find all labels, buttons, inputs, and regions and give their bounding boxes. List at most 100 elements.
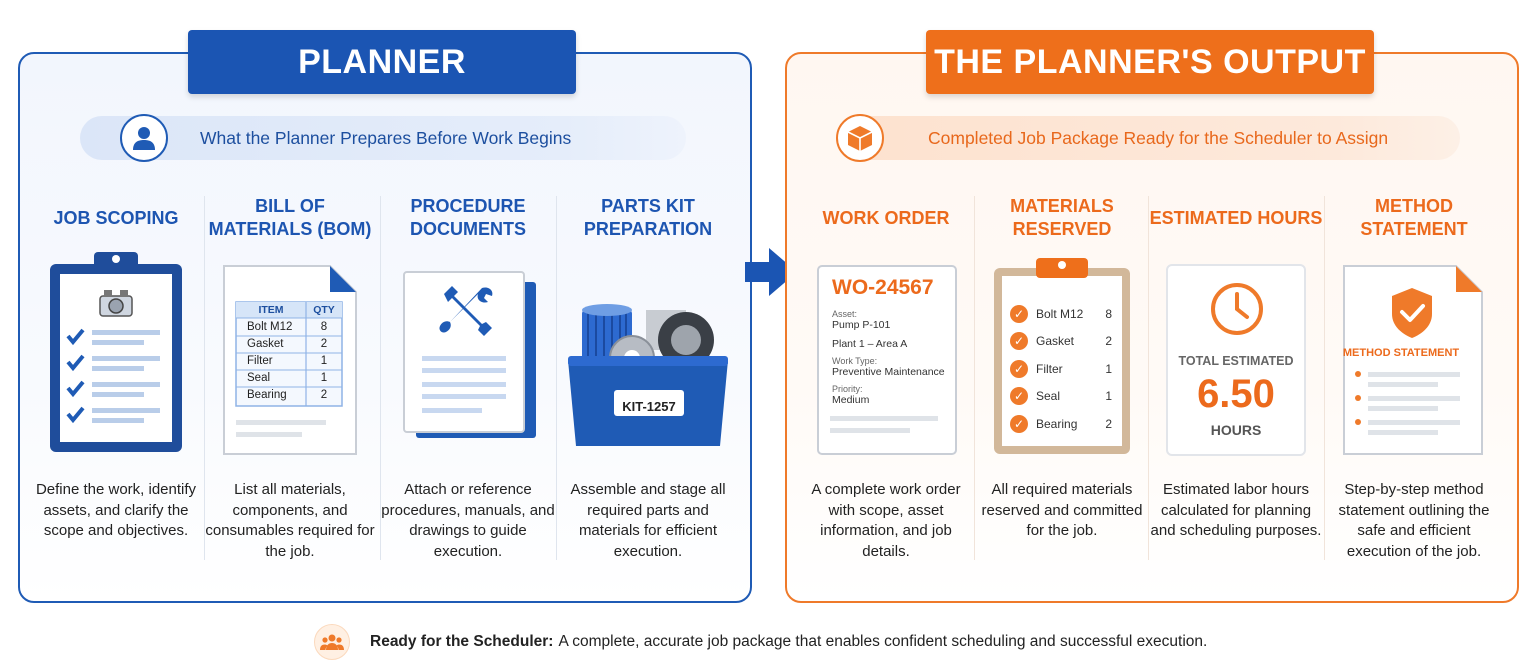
work-order-details: WO-24567 Asset: Pump P-101 Plant 1 – Are… bbox=[832, 276, 952, 406]
bom-document-icon bbox=[223, 265, 357, 455]
bom-item: Bearing bbox=[247, 389, 287, 401]
clipboard-icon bbox=[50, 252, 182, 452]
column-title: MATERIALS RESERVED bbox=[1010, 196, 1114, 239]
bom-qty: 2 bbox=[320, 389, 328, 401]
person-icon bbox=[120, 114, 168, 162]
hours-unit: HOURS bbox=[1210, 422, 1262, 438]
bom-header-qty: QTY bbox=[313, 304, 335, 316]
column-description: A complete work order with scope, asset … bbox=[811, 481, 961, 560]
bom-row: Bearing 2 bbox=[236, 387, 342, 404]
reserved-item-qty: 1 bbox=[1105, 389, 1112, 404]
method-document-icon bbox=[1343, 265, 1483, 455]
reserved-item: ✓ Bearing 2 bbox=[1010, 410, 1114, 438]
check-circle-icon: ✓ bbox=[1010, 359, 1028, 378]
column-method-statement: METHOD STATEMENT METHOD STATEMENT Step-b… bbox=[1326, 190, 1502, 570]
reserved-list: ✓ Bolt M12 8 ✓ Gasket 2 ✓ Filter 1 ✓ Sea… bbox=[1010, 300, 1114, 438]
bom-row: Filter 1 bbox=[236, 353, 342, 370]
output-banner: THE PLANNER'S OUTPUT bbox=[926, 30, 1374, 94]
asset-label: Asset: bbox=[832, 309, 858, 319]
column-job-scoping: JOB SCOPING Define the work, identify as… bbox=[28, 190, 204, 570]
bom-qty: 1 bbox=[320, 355, 328, 367]
reserved-item-name: Seal bbox=[1036, 389, 1061, 404]
work-order-number: WO-24567 bbox=[832, 276, 934, 299]
bom-table: ITEM QTY Bolt M12 8 Gasket 2 Filter 1 Seal 1… bbox=[236, 302, 342, 404]
bom-header-item: ITEM bbox=[258, 304, 284, 316]
column-title: ESTIMATED HOURS bbox=[1149, 207, 1323, 228]
asset-value: Pump P-101 bbox=[832, 319, 891, 331]
kit-label: KIT-1257 bbox=[622, 399, 676, 414]
footer-bold: Ready for the Scheduler: bbox=[370, 633, 554, 650]
bom-qty: 8 bbox=[320, 320, 328, 333]
column-description: Attach or reference procedures, manuals,… bbox=[381, 481, 555, 560]
footer-text: A complete, accurate job package that en… bbox=[558, 633, 1208, 650]
divider bbox=[974, 196, 975, 560]
clock-icon bbox=[1211, 283, 1263, 335]
method-doc-title: METHOD STATEMENT bbox=[1342, 347, 1460, 359]
column-description: Define the work, identify assets, and cl… bbox=[35, 481, 197, 539]
column-description: List all materials, components, and cons… bbox=[205, 481, 375, 560]
divider bbox=[1148, 196, 1149, 560]
reserved-item-qty: 8 bbox=[1105, 306, 1112, 321]
check-circle-icon: ✓ bbox=[1010, 332, 1028, 351]
output-subtitle: Completed Job Package Ready for the Sche… bbox=[928, 128, 1389, 148]
column-description: Estimated labor hours calculated for pla… bbox=[1150, 481, 1322, 539]
work-type-label: Work Type: bbox=[832, 356, 878, 366]
reserved-item-qty: 1 bbox=[1105, 361, 1112, 376]
reserved-item: ✓ Seal 1 bbox=[1010, 383, 1114, 411]
column-title: PARTS KIT PREPARATION bbox=[583, 196, 713, 239]
bom-item: Bolt M12 bbox=[247, 320, 293, 333]
reserved-item-name: Bolt M12 bbox=[1036, 306, 1084, 321]
divider bbox=[380, 196, 381, 560]
bom-row: Gasket 2 bbox=[236, 336, 342, 353]
check-circle-icon: ✓ bbox=[1010, 387, 1028, 406]
reserved-item-qty: 2 bbox=[1105, 416, 1112, 431]
column-description: Assemble and stage all required parts an… bbox=[570, 481, 726, 560]
column-title: JOB SCOPING bbox=[53, 207, 179, 228]
planner-banner: PLANNER bbox=[188, 30, 576, 94]
divider bbox=[556, 196, 557, 560]
bom-qty: 2 bbox=[320, 338, 328, 350]
bom-item: Gasket bbox=[247, 338, 284, 350]
bom-item: Filter bbox=[247, 355, 273, 367]
column-title: BILL OF MATERIALS (BOM) bbox=[208, 196, 372, 239]
footer: Ready for the Scheduler: A complete, acc… bbox=[314, 622, 1207, 662]
divider bbox=[1324, 196, 1325, 560]
column-procedure-documents: PROCEDURE DOCUMENTS Attach or reference … bbox=[380, 190, 556, 570]
package-box-icon bbox=[836, 114, 884, 162]
reserved-item-name: Gasket bbox=[1036, 334, 1075, 349]
planner-subtitle-pill: What the Planner Prepares Before Work Be… bbox=[80, 114, 686, 162]
column-estimated-hours: ESTIMATED HOURS TOTAL ESTIMATED 6.50 HOU… bbox=[1148, 190, 1324, 570]
bom-item: Seal bbox=[247, 372, 271, 384]
hours-label: TOTAL ESTIMATED bbox=[1178, 354, 1294, 368]
column-materials-reserved: MATERIALS RESERVED ✓ Bolt M12 8 ✓ Gasket… bbox=[974, 190, 1150, 570]
check-circle-icon: ✓ bbox=[1010, 304, 1028, 323]
column-bom: BILL OF MATERIALS (BOM) ITEM QTY Bolt M1… bbox=[202, 190, 378, 570]
column-title: WORK ORDER bbox=[822, 207, 950, 228]
divider bbox=[204, 196, 205, 560]
bom-qty: 1 bbox=[320, 372, 328, 384]
bom-row: Bolt M12 8 bbox=[236, 318, 342, 336]
reserved-item-qty: 2 bbox=[1105, 334, 1112, 349]
column-title: METHOD STATEMENT bbox=[1360, 196, 1468, 239]
reserved-item: ✓ Filter 1 bbox=[1010, 355, 1114, 383]
reserved-item-name: Bearing bbox=[1036, 416, 1078, 431]
output-subtitle-pill: Completed Job Package Ready for the Sche… bbox=[836, 114, 1460, 162]
bom-row: Seal 1 bbox=[236, 370, 342, 387]
check-circle-icon: ✓ bbox=[1010, 414, 1028, 433]
column-title: PROCEDURE DOCUMENTS bbox=[410, 196, 526, 239]
planner-subtitle: What the Planner Prepares Before Work Be… bbox=[200, 128, 572, 148]
parts-kit-box-icon bbox=[568, 304, 728, 446]
procedure-document-icon bbox=[403, 271, 536, 438]
hours-card: TOTAL ESTIMATED 6.50 HOURS bbox=[1166, 264, 1306, 456]
team-icon bbox=[314, 624, 350, 660]
column-description: All required materials reserved and comm… bbox=[981, 481, 1143, 539]
hours-value: 6.50 bbox=[1197, 372, 1275, 416]
reserved-item: ✓ Gasket 2 bbox=[1010, 328, 1114, 356]
reserved-item: ✓ Bolt M12 8 bbox=[1010, 300, 1114, 328]
column-parts-kit: PARTS KIT PREPARATION KIT-1257 Assemble … bbox=[560, 190, 736, 570]
arrow-right-icon bbox=[745, 248, 797, 296]
work-type-value: Preventive Maintenance bbox=[832, 366, 945, 378]
location-value: Plant 1 – Area A bbox=[832, 338, 908, 350]
work-order-document-icon bbox=[817, 265, 957, 455]
priority-value: Medium bbox=[832, 394, 870, 406]
